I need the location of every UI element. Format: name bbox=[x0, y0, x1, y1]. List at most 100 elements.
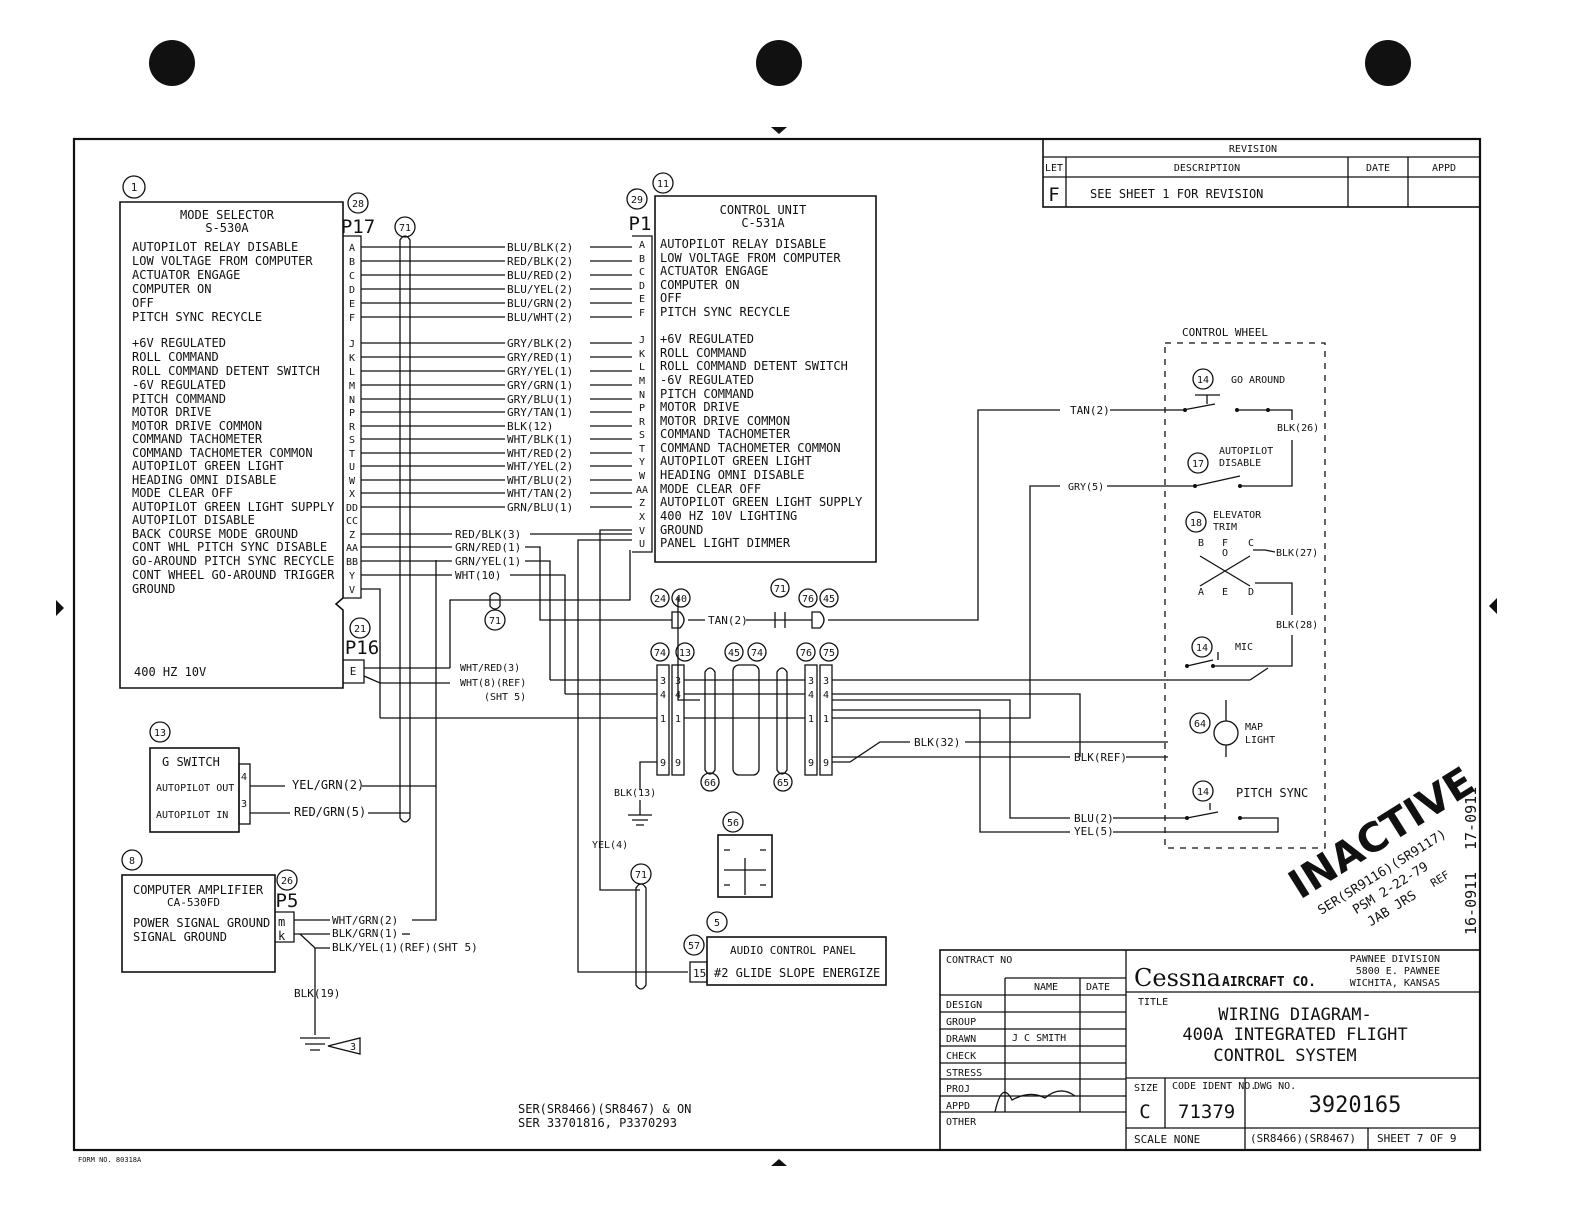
mode-selector-pin-label: PITCH SYNC RECYCLE bbox=[132, 310, 262, 324]
mode-selector-pin-label: LOW VOLTAGE FROM COMPUTER bbox=[132, 254, 313, 268]
audio-control-panel: 57 5 AUDIO CONTROL PANEL 15 #2 GLIDE SLO… bbox=[683, 911, 887, 986]
control-unit-pin-label: LOW VOLTAGE FROM COMPUTER bbox=[660, 251, 841, 265]
pin-label: 9 bbox=[675, 758, 681, 769]
p5-wire3: BLK/YEL(1)(REF)(SHT 5) bbox=[332, 941, 478, 954]
mode-selector-pin-label: PITCH COMMAND bbox=[132, 392, 226, 406]
form-number: FORM NO. 80318A bbox=[78, 1156, 142, 1164]
audio-panel-label: #2 GLIDE SLOPE ENERGIZE bbox=[714, 966, 880, 980]
mode-selector-pin: D bbox=[349, 285, 355, 296]
division-2: 5800 E. PAWNEE bbox=[1356, 966, 1440, 977]
mode-selector-pin: F bbox=[349, 313, 355, 324]
binder-hole-center bbox=[756, 40, 802, 86]
division-1: PAWNEE DIVISION bbox=[1350, 954, 1440, 965]
control-unit-pin-label: ACTUATOR ENGAGE bbox=[660, 264, 768, 278]
center-mark-left bbox=[56, 600, 64, 616]
binder-hole-left bbox=[149, 40, 195, 86]
mode-selector-pin-label: -6V REGULATED bbox=[132, 378, 226, 392]
ref-number: 17 bbox=[1192, 459, 1204, 470]
control-unit-pin: C bbox=[639, 267, 645, 278]
serial-note-2: SER 33701816, P3370293 bbox=[518, 1116, 677, 1130]
title-line-3: CONTROL SYSTEM bbox=[1213, 1046, 1356, 1066]
ref-number: 29 bbox=[631, 195, 643, 206]
mode-selector-pin-label: COMMAND TACHOMETER bbox=[132, 432, 263, 446]
mode-selector-pin: Y bbox=[349, 571, 355, 582]
map-label-1: MAP bbox=[1245, 722, 1263, 733]
serials: (SR8466)(SR8467) bbox=[1250, 1132, 1356, 1145]
p1-label: P1 bbox=[629, 213, 652, 235]
control-unit-pin: B bbox=[639, 254, 645, 265]
control-unit-pin-label: COMMAND TACHOMETER COMMON bbox=[660, 441, 841, 455]
wire-label: BLU/GRN(2) bbox=[507, 297, 573, 310]
drawing-border bbox=[72, 137, 1482, 1152]
p5-wire1: WHT/GRN(2) bbox=[332, 914, 398, 927]
title-block-row-label: DESIGN bbox=[946, 1000, 982, 1011]
control-unit-pin-label: COMPUTER ON bbox=[660, 278, 739, 292]
control-unit-pin: M bbox=[639, 376, 645, 387]
ref-number: 18 bbox=[1190, 518, 1202, 529]
control-unit-pin: N bbox=[639, 390, 645, 401]
mode-selector-pin: N bbox=[349, 395, 355, 406]
ref-bubble bbox=[122, 175, 146, 199]
pin-label: 3 bbox=[823, 676, 829, 687]
computer-amp-title: COMPUTER AMPLIFIER bbox=[133, 883, 264, 897]
ref-number: 64 bbox=[1194, 719, 1206, 730]
ground-wire-label: BLK(19) bbox=[294, 987, 340, 1000]
p16-pin: E bbox=[350, 665, 357, 678]
control-unit-pin-label: AUTOPILOT GREEN LIGHT SUPPLY bbox=[660, 495, 863, 509]
pin-label: 9 bbox=[823, 758, 829, 769]
ref-number: 14 bbox=[1197, 375, 1209, 386]
control-unit-title: CONTROL UNIT bbox=[720, 203, 807, 217]
computer-amp-part: CA-530FD bbox=[167, 896, 220, 909]
control-unit-pin: Z bbox=[639, 498, 645, 509]
trim-pin: F bbox=[1222, 538, 1228, 549]
side-numbers: 17-0911 16-0911 bbox=[1462, 787, 1480, 935]
center-mark-top bbox=[771, 127, 787, 134]
pin-label: 4 bbox=[808, 690, 814, 701]
blk27-label: BLK(27) bbox=[1276, 548, 1318, 559]
control-unit-pin-label: HEADING OMNI DISABLE bbox=[660, 468, 805, 482]
mode-selector-pin: W bbox=[349, 476, 356, 487]
wire bbox=[361, 588, 381, 718]
blk13-label: BLK(13) bbox=[614, 788, 656, 799]
mic-label: MIC bbox=[1235, 642, 1253, 653]
p16-wire2: WHT(8)(REF) bbox=[460, 678, 526, 689]
pin-label: 1 bbox=[823, 714, 829, 725]
mode-selector-pin-label: AUTOPILOT GREEN LIGHT bbox=[132, 459, 284, 473]
control-unit-box bbox=[654, 195, 877, 563]
size-value: C bbox=[1139, 1101, 1150, 1123]
blk28-label: BLK(28) bbox=[1276, 620, 1318, 631]
go-around-label: GO AROUND bbox=[1231, 375, 1285, 386]
mode-selector-box bbox=[119, 201, 344, 689]
ref-bubble bbox=[652, 172, 674, 194]
pin-label: 9 bbox=[660, 758, 666, 769]
pin-label: 4 bbox=[823, 690, 829, 701]
audio-panel-title: AUDIO CONTROL PANEL bbox=[730, 944, 856, 957]
name-header: NAME bbox=[1034, 982, 1058, 993]
ref-number: 75 bbox=[823, 648, 835, 659]
mode-selector-pin-label: CONT WHEEL GO-AROUND TRIGGER bbox=[132, 568, 335, 582]
title-block-row-label: APPD bbox=[946, 1101, 970, 1112]
wire bbox=[525, 546, 541, 600]
p5-pin-k: k bbox=[278, 929, 286, 943]
title-block-row-label: STRESS bbox=[946, 1068, 982, 1079]
wire-label: BLU/WHT(2) bbox=[507, 311, 573, 324]
ref-number: 11 bbox=[657, 179, 669, 190]
mode-selector-pin: K bbox=[349, 353, 355, 364]
computer-amplifier: 8 26 P5 COMPUTER AMPLIFIER CA-530FD POWE… bbox=[121, 786, 478, 1055]
p17-connector bbox=[343, 235, 362, 599]
wire-label: BLU/YEL(2) bbox=[507, 283, 573, 296]
mode-selector-pin-label: ROLL COMMAND bbox=[132, 350, 219, 364]
code-value: 71379 bbox=[1178, 1101, 1235, 1123]
mode-selector-pin: P bbox=[349, 408, 355, 419]
mode-selector-pin: T bbox=[349, 449, 355, 460]
wire bbox=[525, 560, 551, 680]
mode-selector-pin-label: ROLL COMMAND DETENT SWITCH bbox=[132, 364, 320, 378]
mode-selector-pin: AA bbox=[346, 543, 358, 554]
stamp-line4: REF bbox=[1428, 868, 1452, 890]
control-unit-pin: U bbox=[639, 539, 645, 550]
ref-bubble bbox=[347, 192, 369, 214]
title-line-1: WIRING DIAGRAM- bbox=[1218, 1005, 1372, 1025]
mode-selector-pin-label: AUTOPILOT RELAY DISABLE bbox=[132, 240, 298, 254]
ref-number: 57 bbox=[688, 941, 700, 952]
wire-label: BLU/RED(2) bbox=[507, 269, 573, 282]
